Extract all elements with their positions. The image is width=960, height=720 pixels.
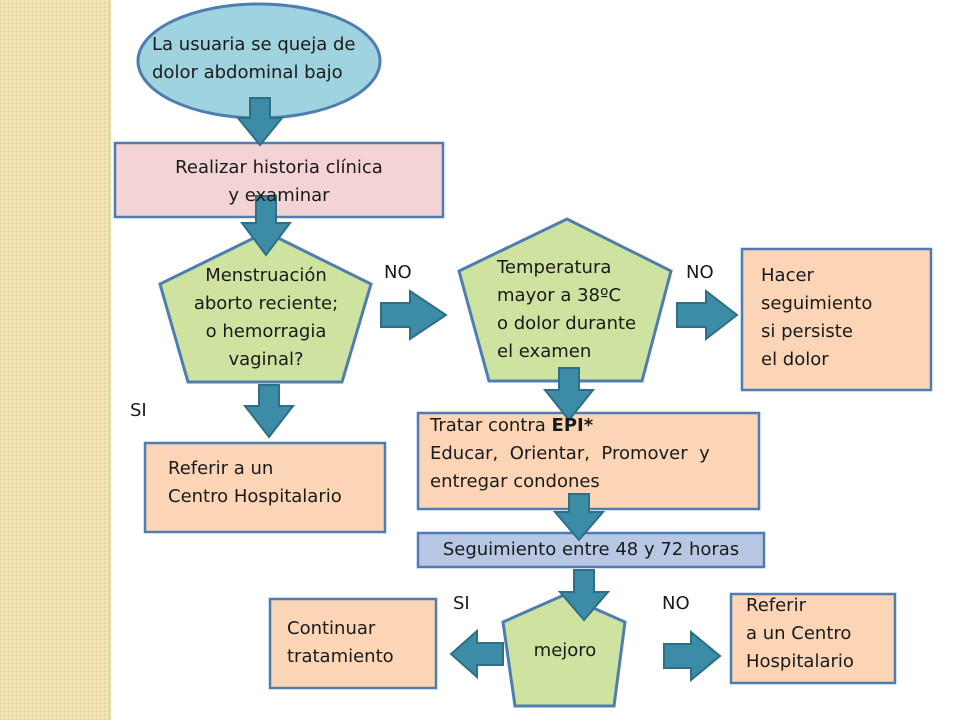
treat-epi: EPI* (551, 415, 594, 436)
treat-title: Tratar contra EPI* (430, 412, 593, 440)
refer-hospital-2-text: Referir a un Centro Hospitalario (746, 595, 854, 672)
label-si-2: SI (453, 593, 470, 614)
arrow-temperature-to-follow-pain (676, 288, 739, 342)
history-text: Realizar historia clínica y examinar (175, 157, 383, 206)
arrow-improved-to-continue (449, 628, 504, 680)
improved-pentagon (501, 593, 627, 708)
label-si-1: SI (130, 400, 147, 421)
arrow-improved-to-refer (663, 629, 722, 683)
arrow-followup-to-improved (557, 569, 611, 622)
improved-text: mejoro (533, 640, 597, 661)
follow-pain-box (740, 247, 933, 392)
treat-body: Educar, Orientar, Promover y entregar co… (430, 443, 710, 492)
label-no-3: NO (662, 593, 690, 614)
label-no-1: NO (384, 262, 412, 283)
continue-treatment-box (268, 597, 438, 690)
arrow-start-to-history (235, 97, 285, 147)
label-no-2: NO (686, 262, 714, 283)
followup-box (416, 531, 766, 569)
history-box (113, 141, 445, 219)
refer-hospital-box (143, 441, 387, 534)
start-text: La usuaria se queja de dolor abdominal b… (152, 34, 356, 83)
treat-prefix: Tratar contra (430, 415, 552, 436)
refer-hospital-text: Referir a un Centro Hospitalario (168, 458, 342, 507)
refer-hospital-2-box (729, 592, 897, 685)
follow-pain-text: Hacer seguimiento si persiste el dolor (761, 265, 873, 370)
decorative-sidebar (0, 0, 108, 720)
arrow-history-to-bleeding (240, 195, 292, 257)
bleeding-pentagon (158, 230, 373, 384)
arrow-temperature-to-treat (542, 367, 596, 422)
arrow-treat-to-followup (552, 493, 606, 542)
temperature-text: Temperatura mayor a 38ºC o dolor durante… (497, 257, 637, 362)
arrow-bleeding-to-temperature (380, 289, 448, 341)
followup-text: Seguimiento entre 48 y 72 horas (442, 539, 740, 560)
continue-treatment-text: Continuar tratamiento (287, 618, 394, 667)
sidebar-edge (108, 0, 111, 720)
bleeding-text: Menstruación aborto reciente; o hemorrag… (193, 265, 339, 370)
arrow-bleeding-to-refer (242, 384, 296, 439)
